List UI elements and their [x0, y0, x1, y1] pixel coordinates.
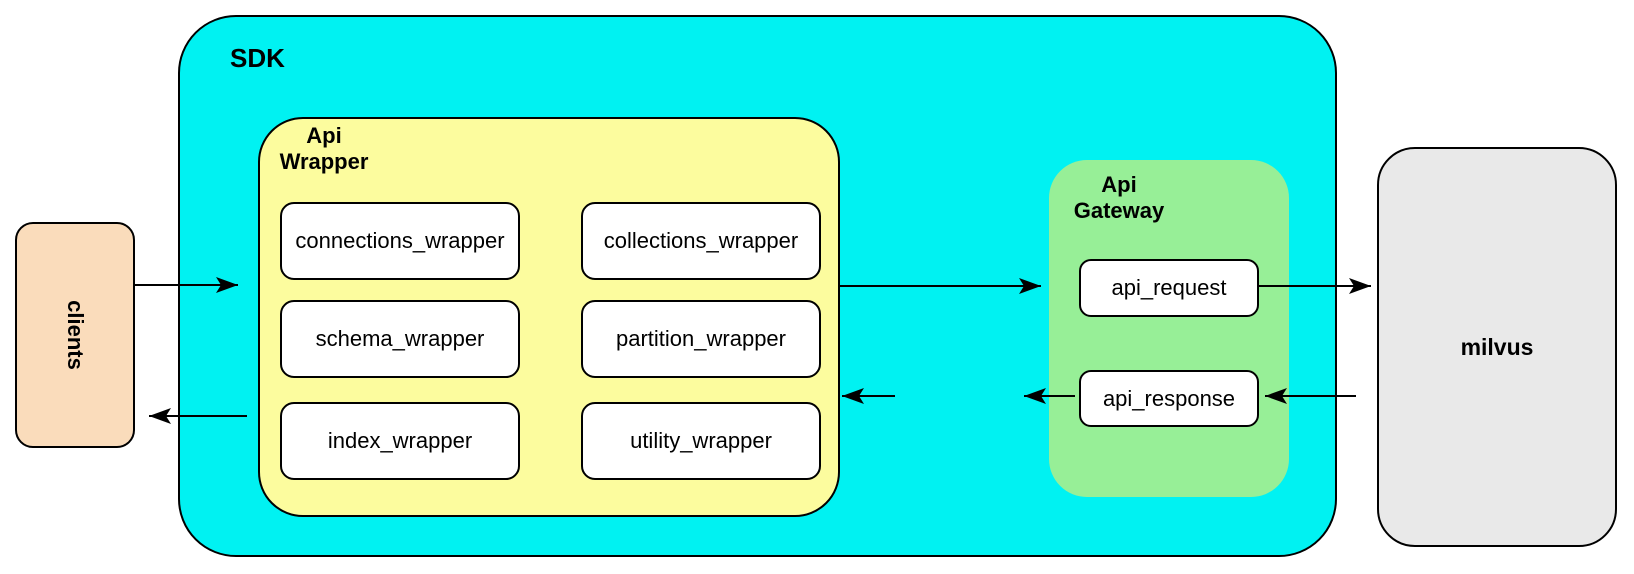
sdk-label: SDK	[230, 43, 285, 73]
api-wrapper-container: Api Wrapper connections_wrapper collecti…	[258, 117, 840, 517]
milvus-node: milvus	[1377, 147, 1617, 547]
clients-node: clients	[15, 222, 135, 448]
schema-wrapper-node: schema_wrapper	[280, 300, 520, 378]
api-gateway-label: Api Gateway	[1073, 172, 1165, 224]
milvus-label: milvus	[1460, 333, 1534, 360]
sdk-container: SDK Api Wrapper connections_wrapper coll…	[178, 15, 1337, 557]
api-wrapper-label: Api Wrapper	[279, 123, 369, 175]
index-wrapper-node: index_wrapper	[280, 402, 520, 480]
api-request-node: api_request	[1079, 259, 1259, 317]
utility-wrapper-node: utility_wrapper	[581, 402, 821, 480]
clients-label: clients	[62, 300, 88, 370]
collections-wrapper-node: collections_wrapper	[581, 202, 821, 280]
api-response-node: api_response	[1079, 370, 1259, 427]
connections-wrapper-node: connections_wrapper	[280, 202, 520, 280]
partition-wrapper-node: partition_wrapper	[581, 300, 821, 378]
api-gateway-container: Api Gateway api_request api_response	[1049, 160, 1289, 497]
